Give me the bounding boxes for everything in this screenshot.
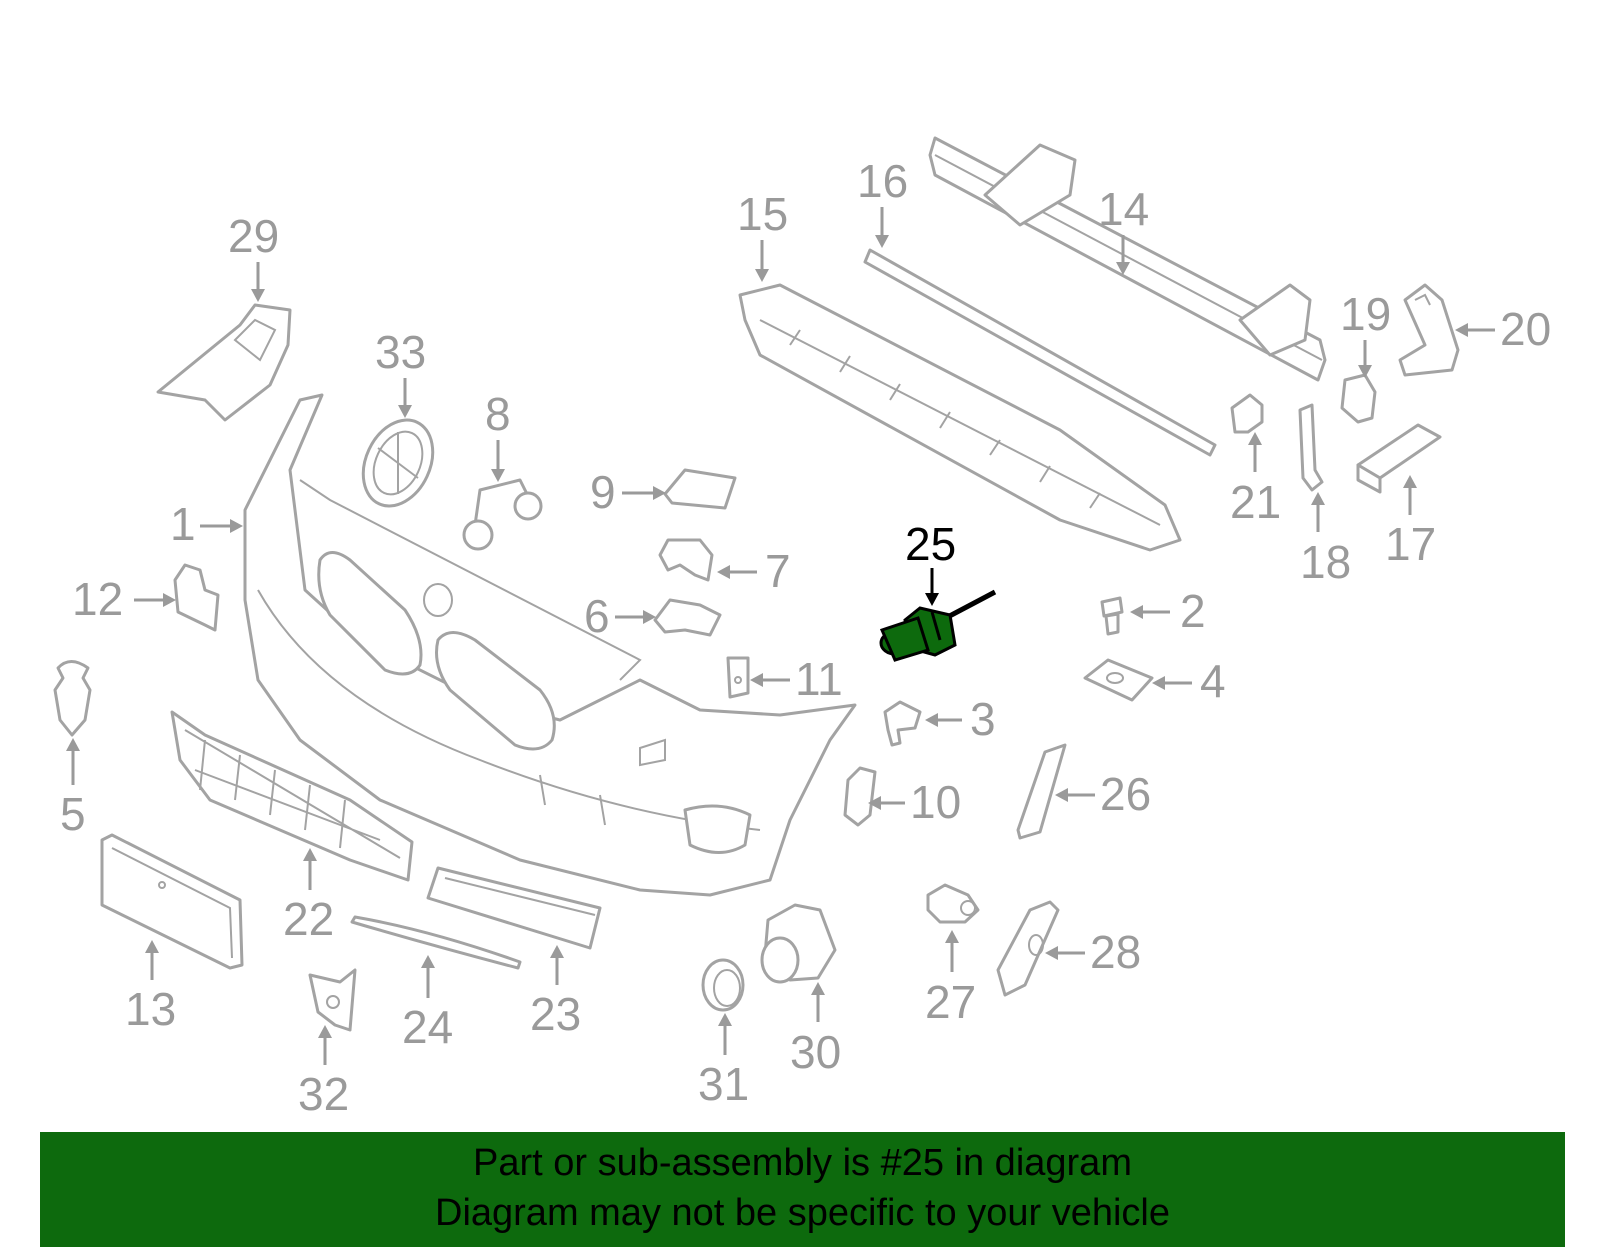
part-23-insert [426, 866, 602, 950]
part-11-clip [726, 656, 750, 699]
part-19-bracket [1340, 373, 1377, 424]
callout-6: 6 [584, 590, 610, 642]
callout-14: 14 [1098, 183, 1149, 235]
callout-26: 26 [1100, 768, 1151, 820]
part-31-cap [701, 958, 745, 1012]
part-1-bumper-cover [243, 393, 857, 897]
callout-3: 3 [970, 693, 996, 745]
callout-2: 2 [1180, 585, 1206, 637]
callout-13: 13 [125, 983, 176, 1035]
callout-19: 19 [1340, 288, 1391, 340]
part-2-bolt [1100, 596, 1124, 636]
part-16-strip [863, 248, 1217, 457]
part-28-reflector [996, 900, 1060, 997]
part-30-pdc-sensor [760, 903, 837, 984]
callout-18: 18 [1300, 536, 1351, 588]
callout-32: 32 [298, 1068, 349, 1120]
callout-5: 5 [60, 788, 86, 840]
callout-27: 27 [925, 976, 976, 1028]
banner-line-1: Part or sub-assembly is #25 in diagram [473, 1142, 1132, 1184]
callout-25: 25 [905, 518, 956, 570]
callout-10: 10 [910, 776, 961, 828]
callout-24: 24 [402, 1001, 453, 1053]
part-26-trim [1016, 743, 1067, 840]
callout-7: 7 [765, 545, 791, 597]
part-17-block [1356, 423, 1442, 494]
callout-21: 21 [1230, 476, 1281, 528]
part-20-bracket [1398, 283, 1460, 377]
callouts: 1 2 3 4 5 6 7 8 9 10 11 12 13 [60, 155, 1551, 1120]
callout-30: 30 [790, 1026, 841, 1078]
part-24-trim [350, 915, 522, 970]
info-banner: Part or sub-assembly is #25 in diagram D… [40, 1132, 1565, 1247]
callout-11: 11 [795, 653, 843, 705]
part-29-duct [156, 303, 292, 422]
callout-29: 29 [228, 210, 279, 262]
callout-23: 23 [530, 988, 581, 1040]
part-18-bracket [1298, 403, 1324, 492]
part-32-bracket [308, 968, 357, 1032]
callout-33: 33 [375, 326, 426, 378]
callout-8: 8 [485, 388, 511, 440]
part-10-bracket [843, 766, 877, 827]
part-15-absorber [738, 283, 1182, 552]
callout-31: 31 [698, 1058, 749, 1110]
callout-17: 17 [1385, 518, 1436, 570]
part-7-bracket [658, 538, 714, 582]
callout-28: 28 [1090, 926, 1141, 978]
part-6-bracket [653, 598, 722, 637]
part-25-highlighted [879, 589, 997, 662]
banner-line-2: Diagram may not be specific to your vehi… [435, 1192, 1170, 1234]
part-5-clip [53, 660, 92, 737]
callout-16: 16 [857, 155, 908, 207]
callout-22: 22 [283, 893, 334, 945]
part-4-clip-nut [1083, 658, 1154, 702]
part-14-reinforcement [928, 136, 1327, 382]
part-13-plate-base [100, 833, 244, 970]
part-27-sensor-holder [926, 883, 980, 924]
part-22-grille [170, 710, 414, 882]
part-33-emblem [361, 418, 435, 508]
callout-12: 12 [72, 573, 123, 625]
callout-9: 9 [590, 466, 616, 518]
callout-4: 4 [1200, 655, 1226, 707]
part-3-nut [883, 700, 922, 747]
part-21-bracket [1230, 393, 1264, 434]
part-12-bracket [173, 563, 220, 632]
part-8-bracket [462, 478, 543, 551]
part-9-cover [663, 468, 737, 510]
callout-15: 15 [737, 188, 788, 240]
callout-1: 1 [170, 498, 196, 550]
callout-20: 20 [1500, 303, 1551, 355]
